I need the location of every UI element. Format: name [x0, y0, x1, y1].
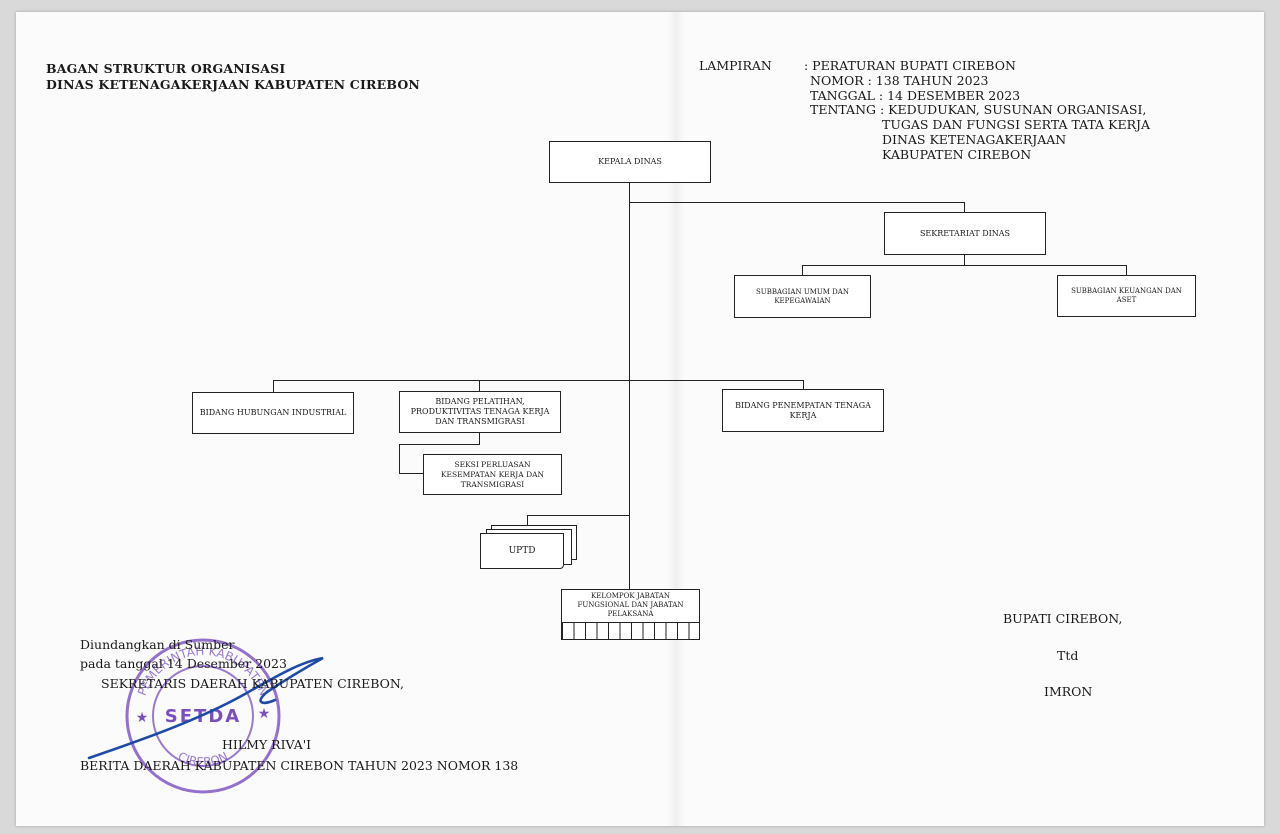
connector-bidang-penempatan [803, 380, 804, 389]
connector-subbag-umum [802, 265, 803, 276]
kelompok-grid-row [561, 622, 700, 640]
org-box-sekretariat: SEKRETARIAT DINAS [884, 212, 1046, 255]
connector-uptd-drop [527, 515, 528, 525]
connector-seksi-down [479, 433, 480, 444]
org-box-kelompok: KELOMPOK JABATAN FUNGSIONAL DAN JABATAN … [561, 589, 700, 623]
header-line-6: DINAS KETENAGAKERJAAN [882, 132, 1067, 147]
ttd-label: Ttd [1057, 648, 1079, 663]
main-vertical-connector [629, 183, 630, 589]
connector-seksi-bar [399, 444, 480, 445]
header-line-3: TANGGAL : 14 DESEMBER 2023 [810, 88, 1021, 103]
header-line-4: TENTANG : KEDUDUKAN, SUSUNAN ORGANISASI, [810, 102, 1147, 117]
bupati-name: IMRON [1044, 684, 1093, 699]
connector-sekretariat-down [964, 255, 965, 265]
connector-bidang-pelatihan [479, 380, 480, 392]
signature-scribble [87, 656, 324, 760]
tanggal-line: pada tanggal 14 Desember 2023 [80, 656, 287, 671]
berita-daerah-line: BERITA DAERAH KABUPATEN CIREBON TAHUN 20… [80, 758, 519, 773]
stamp-star-left-icon: ★ [136, 710, 149, 726]
org-box-subbag-umum: SUBBAGIAN UMUM DAN KEPEGAWAIAN [734, 275, 871, 318]
sekretaris-name: HILMY RIVA'I [222, 737, 312, 752]
connector-seksi-in [399, 473, 423, 474]
header-line-5: TUGAS DAN FUNGSI SERTA TATA KERJA [882, 117, 1151, 132]
stamp-star-right-icon: ★ [258, 706, 271, 722]
org-box-seksi: SEKSI PERLUASAN KESEMPATAN KERJA DAN TRA… [423, 454, 562, 495]
diundangkan-line: Diundangkan di Sumber [80, 637, 235, 652]
document-title: BAGAN STRUKTUR ORGANISASI DINAS KETENAGA… [46, 61, 420, 93]
connector-seksi-side [399, 444, 400, 474]
lampiran-label: LAMPIRAN [699, 58, 772, 73]
org-box-bidang-pelatihan: BIDANG PELATIHAN, PRODUKTIVITAS TENAGA K… [399, 391, 561, 433]
stamp-seal: PEMERINTAH KABUPATEN CIREBON SETDA ★ ★ [125, 638, 281, 794]
title-line-2: DINAS KETENAGAKERJAAN KABUPATEN CIREBON [46, 77, 421, 92]
org-box-bidang-penempatan: BIDANG PENEMPATAN TENAGA KERJA [722, 389, 884, 432]
connector-uptd-bar [527, 515, 630, 516]
page-fold [668, 12, 684, 826]
connector-to-sekretariat [629, 202, 965, 203]
org-box-kepala-dinas: KEPALA DINAS [549, 141, 711, 183]
org-box-subbag-keuangan: SUBBAGIAN KEUANGAN DAN ASET [1057, 275, 1196, 317]
bupati-title: BUPATI CIREBON, [1003, 611, 1123, 626]
connector-subbagian-bar [802, 265, 1127, 266]
connector-subbag-keuangan [1126, 265, 1127, 275]
stamp-ring-bottom: CIREBON [176, 749, 231, 769]
sekretaris-title: SEKRETARIS DAERAH KABUPATEN CIREBON, [101, 676, 404, 691]
header-line-2: NOMOR : 138 TAHUN 2023 [810, 73, 989, 88]
connector-bidang-hi [273, 380, 274, 393]
title-line-1: BAGAN STRUKTUR ORGANISASI [46, 61, 286, 76]
header-line-1: : PERATURAN BUPATI CIREBON [804, 58, 1016, 73]
header-line-7: KABUPATEN CIREBON [882, 147, 1032, 162]
connector-sekretariat-drop [964, 202, 965, 213]
uptd-label: UPTD [480, 533, 564, 569]
connector-bidang-bar [273, 380, 804, 381]
org-box-bidang-hi: BIDANG HUBUNGAN INDUSTRIAL [192, 392, 354, 434]
